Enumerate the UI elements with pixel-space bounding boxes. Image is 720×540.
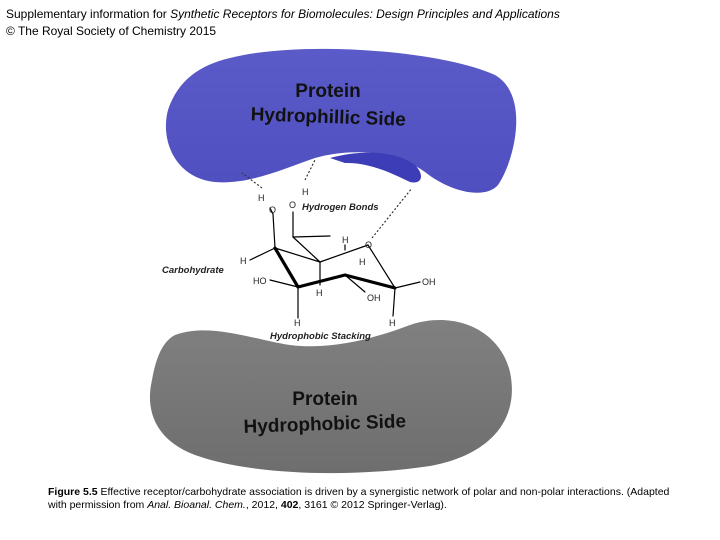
figure-caption: Figure 5.5 Effective receptor/carbohydra… bbox=[48, 486, 678, 512]
atom-oh-right: OH bbox=[422, 277, 436, 287]
label-carbohydrate: Carbohydrate bbox=[162, 265, 224, 276]
atom-h-stack-right: H bbox=[389, 318, 396, 328]
protein-hydrophobic-blob bbox=[149, 320, 512, 474]
atom-o-top: O bbox=[289, 200, 296, 210]
atom-h-ring-top: H bbox=[342, 235, 349, 245]
atom-oh-bottom: OH bbox=[367, 293, 381, 303]
label-hydrophobic-stacking: Hydrophobic Stacking bbox=[270, 331, 371, 342]
protein-hydrophilic-blob bbox=[165, 48, 517, 193]
hydrogen-bond-dots bbox=[241, 159, 413, 239]
label-hydrogen-bonds: Hydrogen Bonds bbox=[302, 202, 379, 213]
atom-h-mid: H bbox=[316, 288, 323, 298]
atom-h-stack-left: H bbox=[294, 318, 301, 328]
atom-o-left: O bbox=[269, 205, 276, 215]
caption-journal: Anal. Bioanal. Chem. bbox=[147, 499, 246, 511]
header: Supplementary information for Synthetic … bbox=[6, 6, 560, 40]
carbohydrate-ring bbox=[249, 207, 421, 319]
book-title: Synthetic Receptors for Biomolecules: De… bbox=[170, 7, 560, 21]
atom-o-ring: O bbox=[365, 240, 372, 250]
caption-text-1: Effective receptor/carbohydrate associat… bbox=[48, 486, 670, 511]
atom-h-left-oh: H bbox=[258, 193, 265, 203]
atom-h-right-c: H bbox=[359, 257, 366, 267]
atom-labels: H H O O H O H HO H OH H OH H H bbox=[240, 187, 436, 328]
protein-pocket-shadow bbox=[330, 152, 422, 183]
header-prefix: Supplementary information for bbox=[6, 7, 171, 21]
atom-ho-left: HO bbox=[253, 276, 267, 286]
copyright-line: © The Royal Society of Chemistry 2015 bbox=[6, 24, 217, 38]
bottom-blob-title: Protein bbox=[292, 389, 357, 410]
caption-text-2: , 2012, bbox=[245, 499, 281, 511]
caption-text-3: , 3161 © 2012 Springer-Verlag). bbox=[298, 499, 447, 511]
top-blob-title: Protein bbox=[295, 81, 360, 102]
header-line-1: Supplementary information for Synthetic … bbox=[6, 6, 560, 23]
caption-volume: 402 bbox=[280, 499, 299, 511]
caption-label: Figure 5.5 bbox=[48, 486, 98, 498]
atom-h-top: H bbox=[302, 187, 309, 197]
atom-h-left-c: H bbox=[240, 256, 247, 266]
